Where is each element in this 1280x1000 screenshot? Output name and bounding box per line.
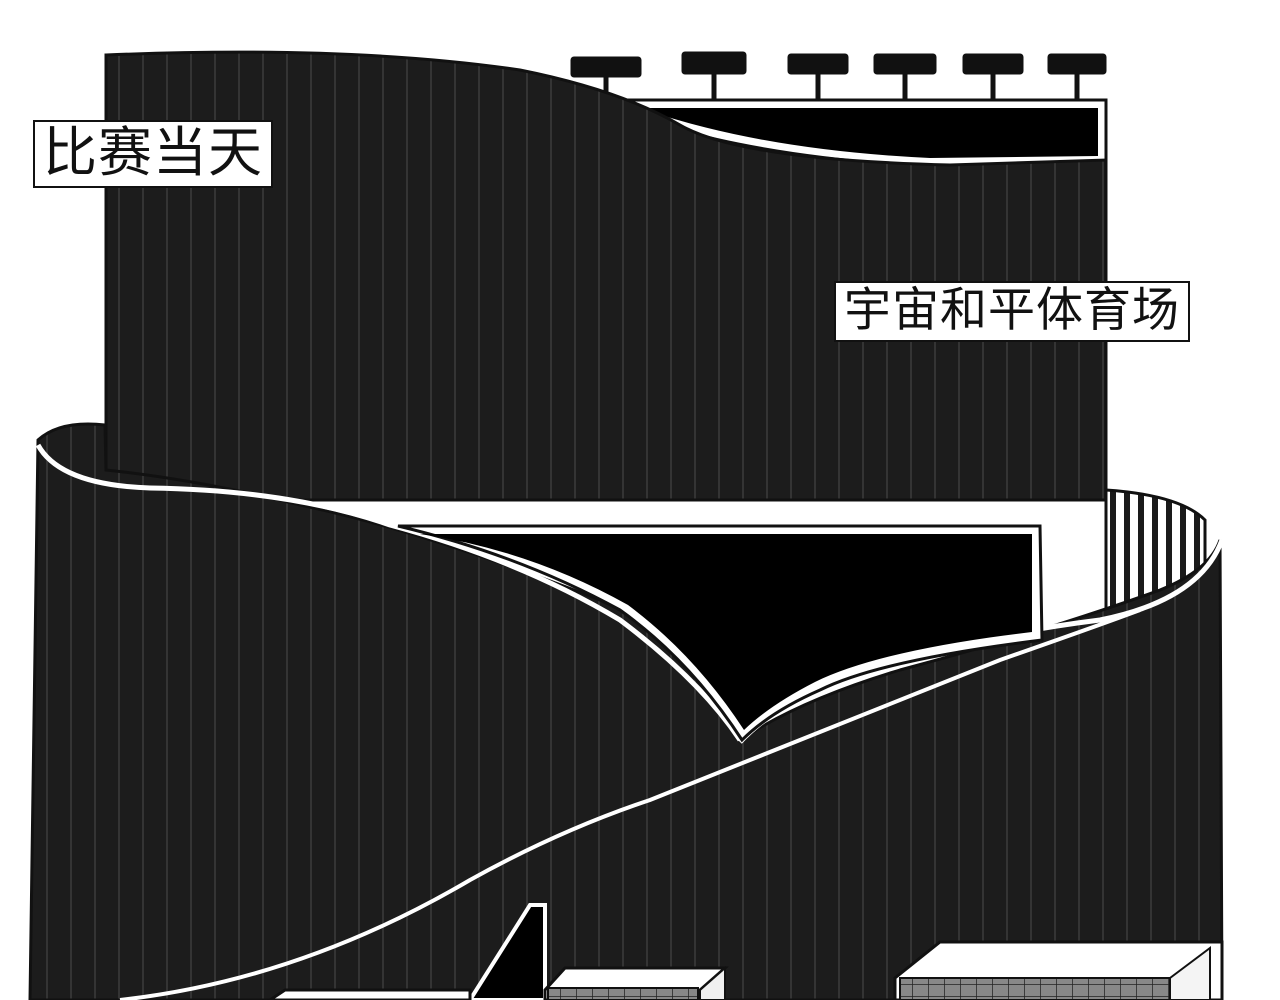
lower-entrance [467,903,547,1000]
ribbon-edge-diagonal [119,608,1141,1000]
floodlight-icon [570,51,1107,100]
roof-opening [640,108,1098,158]
building-icon [893,940,1224,1000]
floodlight-icon [962,53,1024,100]
floodlight-icon [1047,53,1107,100]
caption-day-of-match: 比赛当天 [33,120,273,188]
floodlight-icon [681,51,747,100]
caption-stadium-name: 宇宙和平体育场 [834,281,1190,342]
building-icon [267,988,472,1000]
floodlight-icon [787,53,849,100]
central-opening-dark [420,534,1032,730]
floodlight-icon [873,53,937,100]
building-icon [543,965,729,1000]
ribbon-edge-upper [35,443,743,742]
stadium-upper-tier [104,50,1108,502]
floodlight-icon [570,56,642,100]
